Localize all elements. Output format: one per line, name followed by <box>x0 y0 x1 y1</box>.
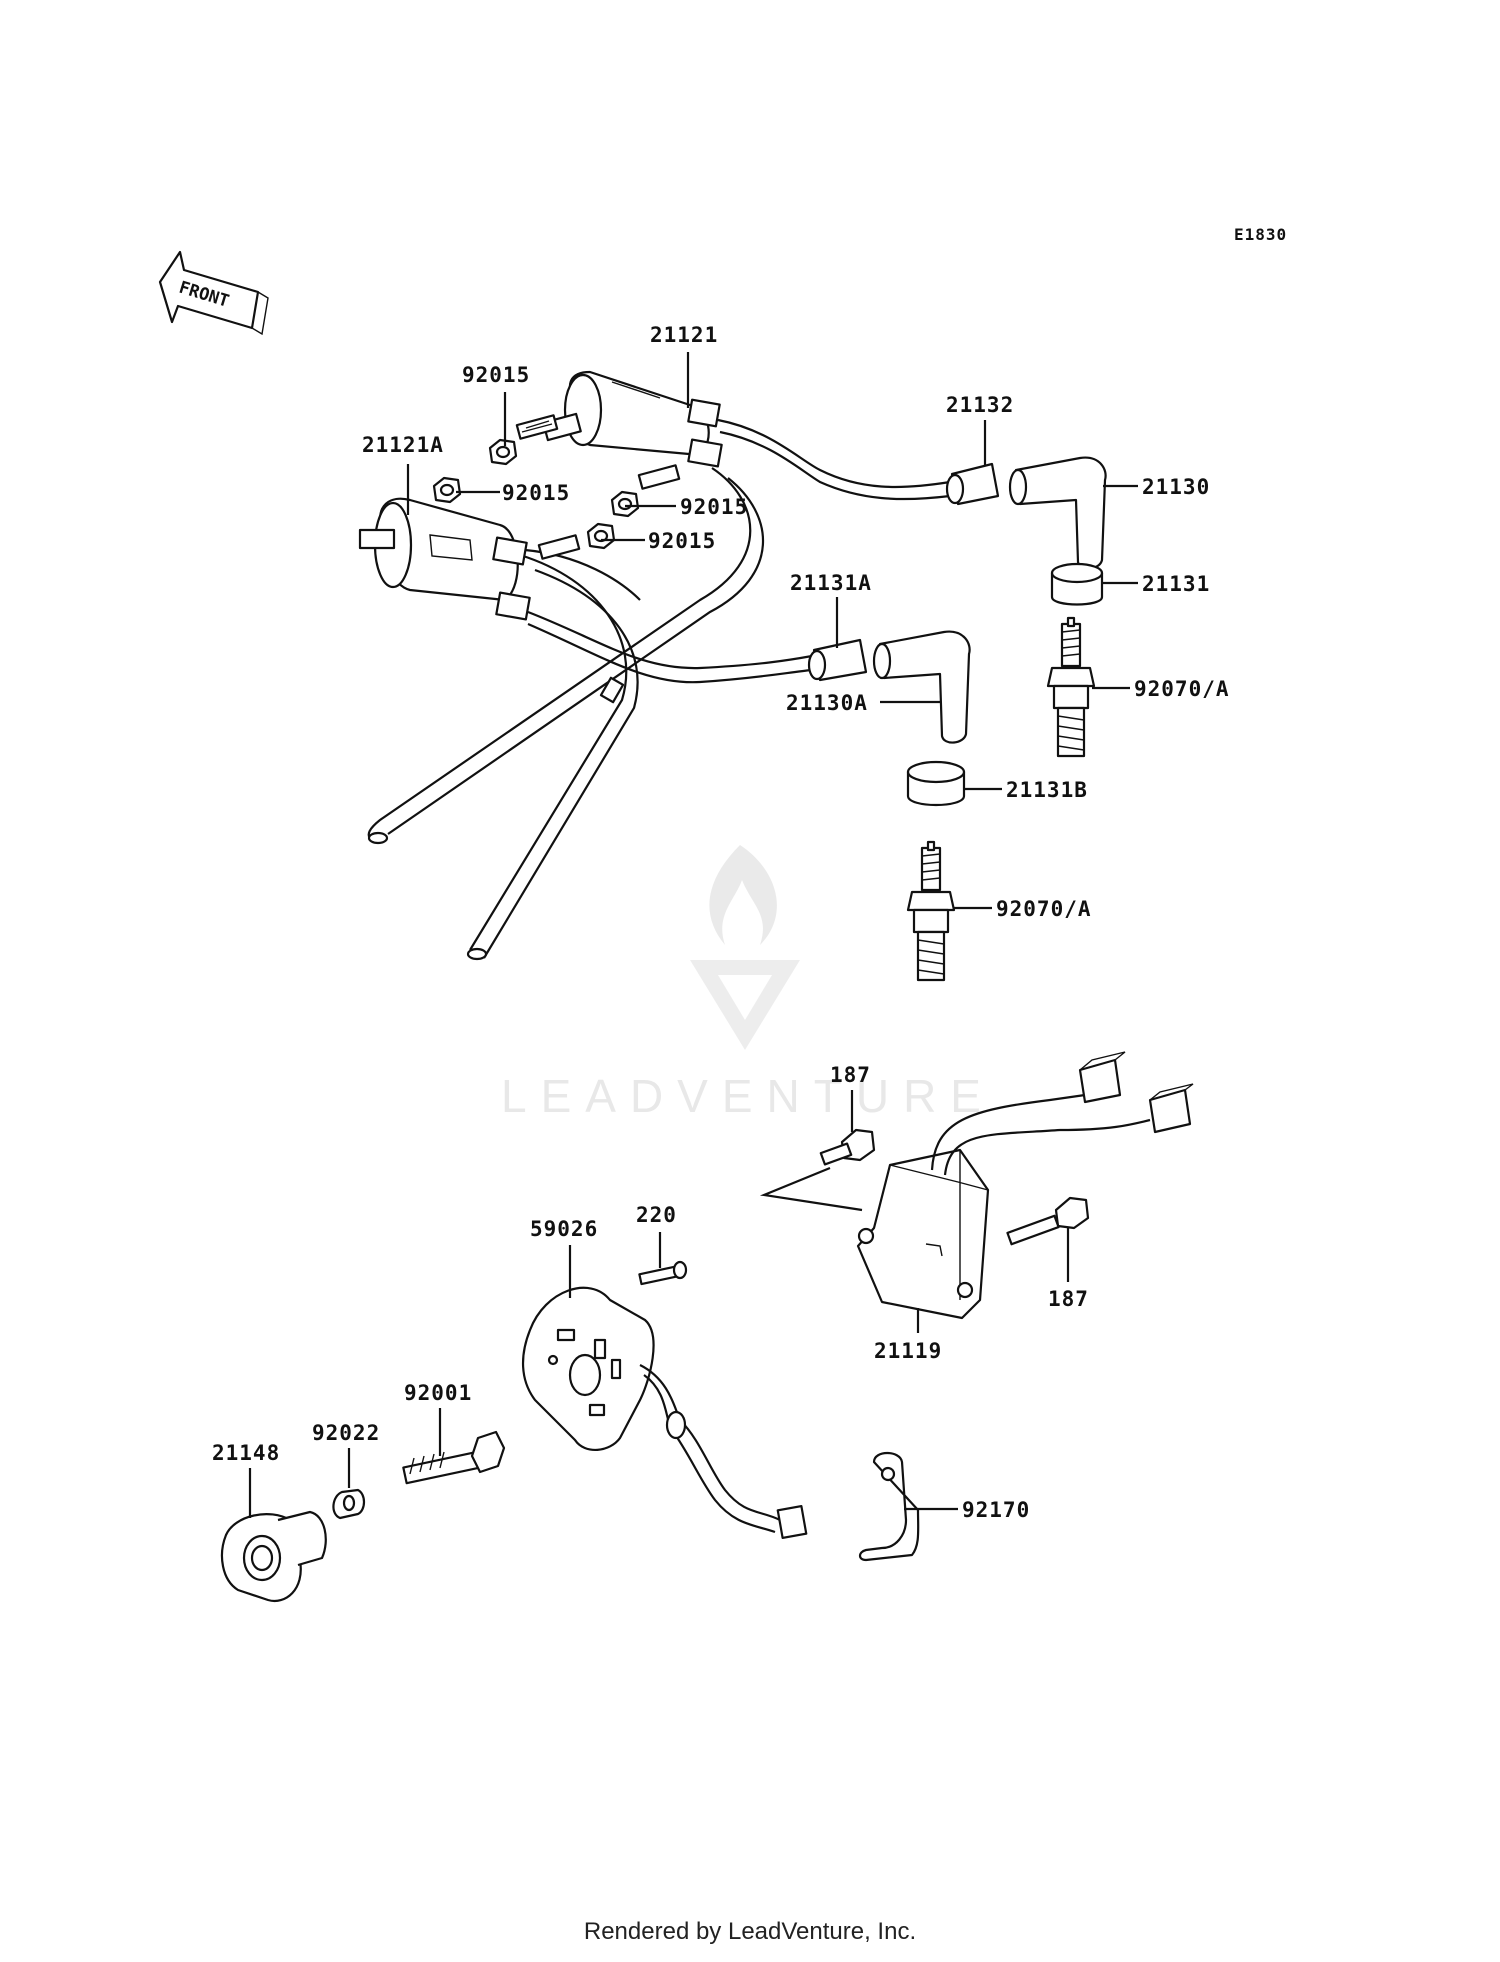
mounting-nut-lower <box>586 522 616 550</box>
ignition-coil-upper <box>542 370 723 468</box>
pickup-coil-plate <box>521 1286 808 1539</box>
mounting-bolt-middle <box>637 464 681 490</box>
label-21148: 21148 <box>212 1441 280 1465</box>
pickup-plate-screw <box>638 1260 688 1286</box>
igniter-bolt-right <box>1006 1196 1090 1246</box>
label-21131: 21131 <box>1142 572 1210 596</box>
label-220: 220 <box>636 1203 677 1227</box>
plug-cap-seal-lower <box>807 638 868 682</box>
label-21121A: 21121A <box>362 433 444 457</box>
front-arrow-icon: FRONT <box>158 250 269 336</box>
label-21130: 21130 <box>1142 475 1210 499</box>
label-92001: 92001 <box>404 1381 472 1405</box>
mounting-bolt-upper <box>515 414 559 440</box>
diagram-code: E1830 <box>1234 225 1287 244</box>
label-92015: 92015 <box>680 495 748 519</box>
lock-washer <box>332 1488 366 1520</box>
label-59026: 59026 <box>530 1217 598 1241</box>
coil-wire-long <box>367 467 752 841</box>
spark-plug-lower <box>906 840 956 982</box>
seal-ring-lower <box>906 760 966 806</box>
leader-lines <box>248 352 1138 1518</box>
igniter-bolt-left <box>819 1128 876 1166</box>
mounting-nut-lower-left <box>432 476 462 504</box>
label-92070-a: 92070/A <box>1134 677 1230 701</box>
leadventure-watermark: LEADVENTURE <box>501 845 995 1122</box>
label-92070-a: 92070/A <box>996 897 1092 921</box>
spark-plug-upper <box>1046 616 1096 758</box>
coil-wire-lower <box>469 553 628 951</box>
label-21130A: 21130A <box>786 691 868 715</box>
label-92015: 92015 <box>648 529 716 553</box>
part-labels: 21121 92015 21121A 92015 92015 92015 211… <box>212 323 1230 1522</box>
footer-credit: Rendered by LeadVenture, Inc. <box>583 1918 917 1945</box>
label-21121: 21121 <box>650 323 718 347</box>
seal-ring-upper <box>1050 562 1104 606</box>
label-187: 187 <box>830 1063 871 1087</box>
mounting-nut-middle <box>610 490 640 518</box>
plug-cap-seal-upper <box>945 462 1000 506</box>
watermark-text: LEADVENTURE <box>501 1070 995 1122</box>
label-21131B: 21131B <box>1006 778 1088 802</box>
mounting-bolt-lower <box>537 534 581 560</box>
timing-rotor <box>220 1510 327 1603</box>
wire-clamp <box>858 1451 920 1562</box>
timing-rotor-bolt <box>402 1430 506 1485</box>
label-92015: 92015 <box>462 363 530 387</box>
label-21119: 21119 <box>874 1339 942 1363</box>
spark-plug-cap-upper <box>1008 456 1107 570</box>
mounting-nut-upper <box>488 438 518 466</box>
spark-plug-cap-lower <box>872 630 971 744</box>
igniter-unit <box>856 1051 1194 1320</box>
label-92015: 92015 <box>502 481 570 505</box>
label-21131A: 21131A <box>790 571 872 595</box>
label-21132: 21132 <box>946 393 1014 417</box>
label-92170: 92170 <box>962 1498 1030 1522</box>
label-92022: 92022 <box>312 1421 380 1445</box>
label-187: 187 <box>1048 1287 1089 1311</box>
ignition-coil-lower <box>358 497 531 621</box>
